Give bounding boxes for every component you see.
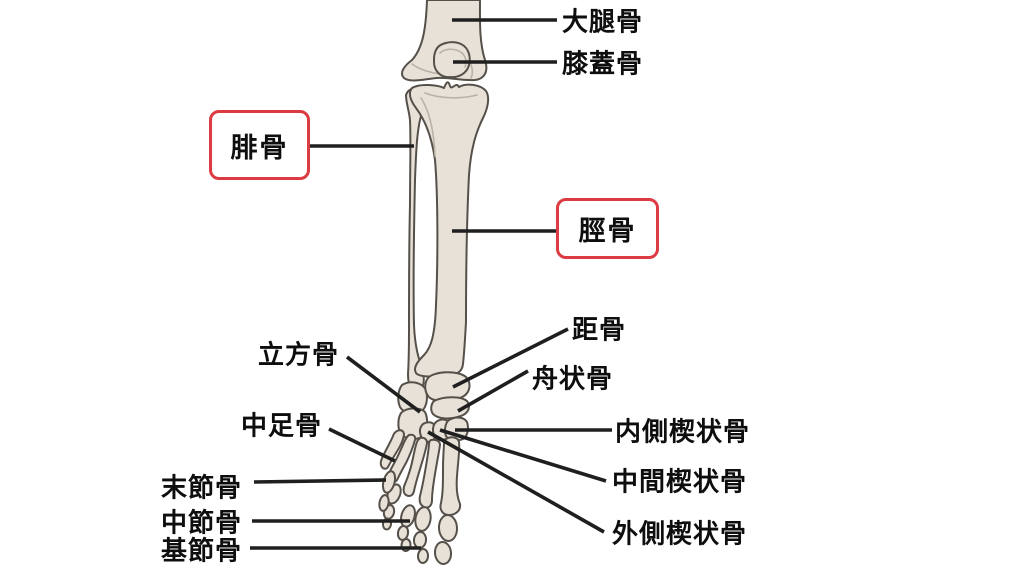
toe1-distal-phalanx bbox=[433, 541, 453, 565]
fibula-highlight-box: 腓骨 bbox=[209, 110, 310, 180]
navicular-bone bbox=[430, 396, 470, 420]
label-proximal-phalanx: 基節骨 bbox=[161, 535, 243, 566]
label-distal-phalanx: 末節骨 bbox=[161, 472, 243, 503]
toe2-proximal-phalanx bbox=[414, 506, 432, 532]
leader-line-talus bbox=[452, 327, 569, 389]
toe5-distal-phalanx bbox=[378, 494, 390, 512]
tibia-crest-line bbox=[420, 97, 436, 157]
toe3-proximal-phalanx bbox=[400, 504, 416, 528]
label-navicular: 舟状骨 bbox=[532, 363, 614, 394]
metatarsal-5-bone bbox=[379, 429, 405, 470]
tibia-bone bbox=[408, 81, 490, 378]
bones-group bbox=[378, 0, 490, 565]
leader-line-cuboid bbox=[345, 355, 422, 414]
label-femur: 大腿骨 bbox=[562, 6, 644, 37]
label-fibula: 腓骨 bbox=[230, 132, 289, 163]
patella-bone bbox=[433, 41, 471, 79]
talus-bone bbox=[424, 371, 471, 403]
label-talus: 距骨 bbox=[572, 314, 627, 345]
label-patella: 膝蓋骨 bbox=[562, 48, 644, 79]
label-medial-cuneiform: 内側楔状骨 bbox=[615, 416, 751, 447]
label-middle-phalanx: 中節骨 bbox=[161, 507, 243, 538]
toe1-proximal-phalanx bbox=[437, 514, 459, 542]
metatarsal-3-bone bbox=[402, 436, 428, 497]
fibula-bone bbox=[405, 87, 425, 395]
leader-line-navicular bbox=[457, 369, 529, 413]
toe2-middle-phalanx bbox=[412, 531, 428, 549]
leader-line-distal-phalanx bbox=[253, 478, 387, 484]
label-tibia: 脛骨 bbox=[578, 216, 637, 246]
label-intermediate-cuneiform: 中間楔状骨 bbox=[612, 466, 748, 497]
toe3-middle-phalanx bbox=[396, 525, 410, 541]
leader-line-lateral-cuneiform bbox=[427, 430, 605, 534]
label-metatarsal: 中足骨 bbox=[241, 410, 323, 441]
label-cuboid: 立方骨 bbox=[258, 339, 340, 370]
tibia-plateau-line bbox=[424, 92, 478, 99]
leader-line-metatarsal bbox=[328, 427, 396, 463]
label-lateral-cuneiform: 外側楔状骨 bbox=[612, 518, 748, 549]
leader-line-intermediate-cuneiform bbox=[439, 428, 607, 483]
tibia-highlight-box: 脛骨 bbox=[556, 198, 659, 259]
toe2-distal-phalanx bbox=[416, 548, 430, 564]
leader-lines-group bbox=[250, 18, 612, 550]
